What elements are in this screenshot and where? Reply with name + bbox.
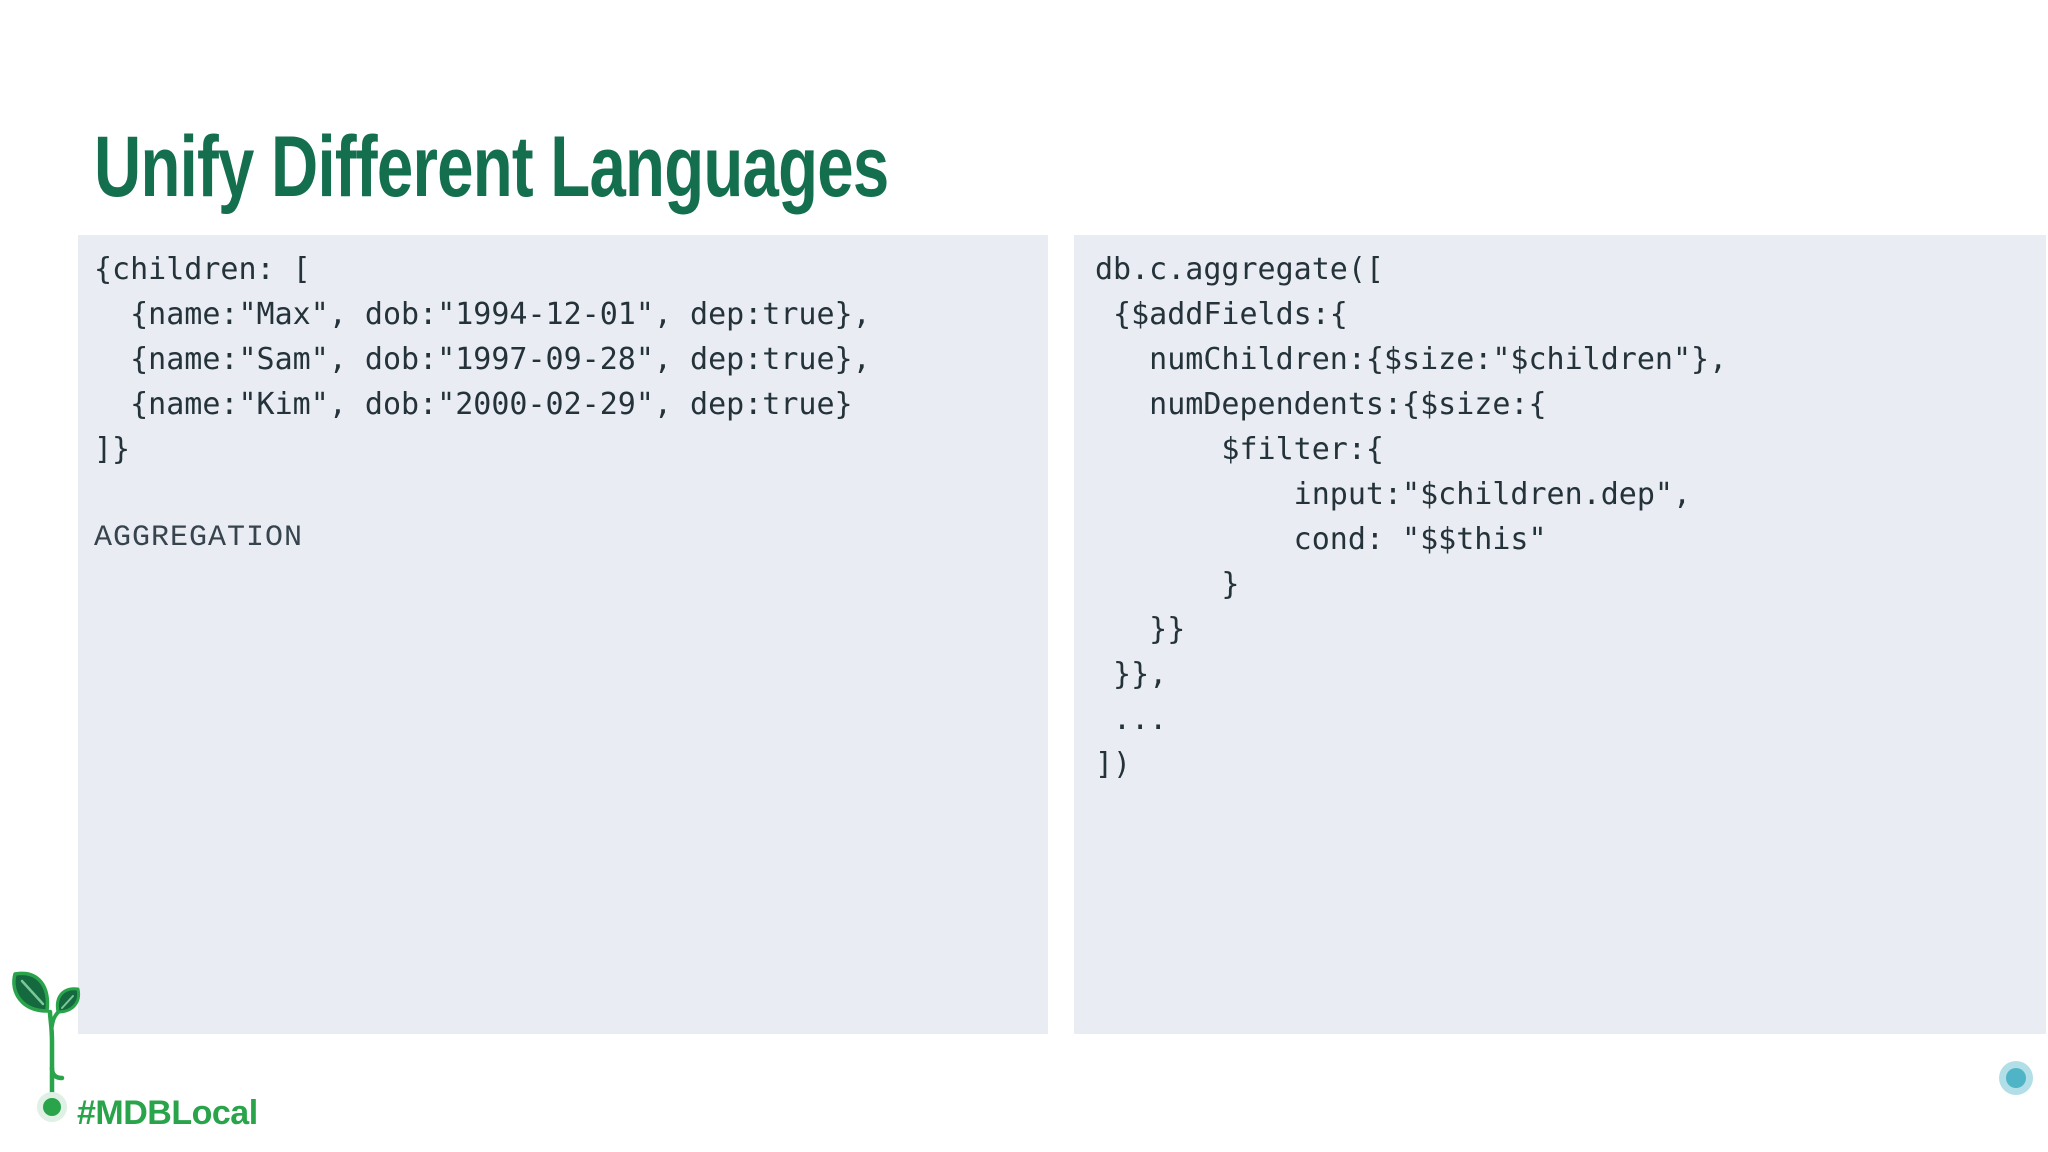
event-hashtag: #MDBLocal	[77, 1094, 258, 1132]
slide-title: Unify Different Languages	[94, 119, 889, 215]
aggregation-query-panel: db.c.aggregate([ {$addFields:{ numChildr…	[1074, 235, 2046, 1034]
document-example-code: {children: [ {name:"Max", dob:"1994-12-0…	[94, 252, 871, 467]
aggregation-query-code: db.c.aggregate([ {$addFields:{ numChildr…	[1095, 252, 1728, 782]
timeline-start-dot-icon	[37, 1092, 67, 1122]
aggregation-label: AGGREGATION	[94, 521, 304, 555]
document-example-panel: {children: [ {name:"Max", dob:"1994-12-0…	[78, 235, 1048, 1034]
sprout-icon	[12, 971, 81, 1101]
timeline-end-dot-icon	[1999, 1061, 2033, 1095]
